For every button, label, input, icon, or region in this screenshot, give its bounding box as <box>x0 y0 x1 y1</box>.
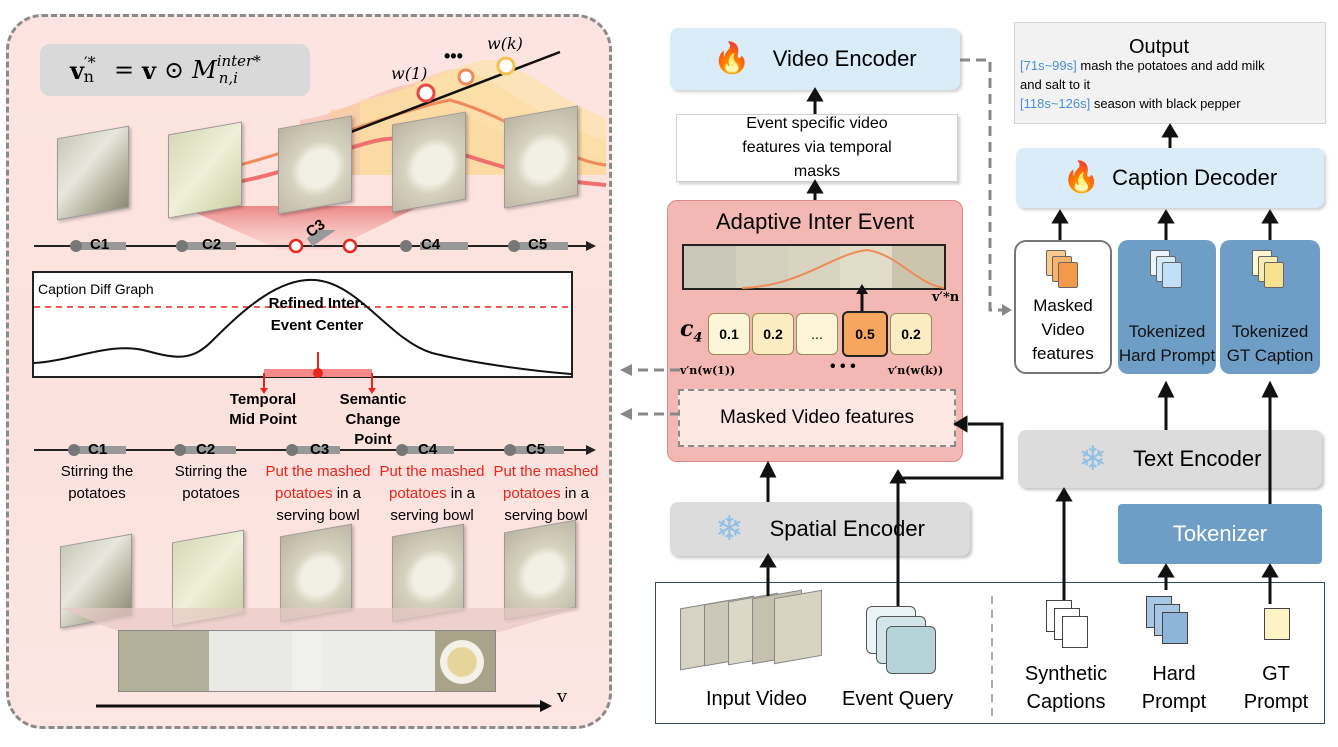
v-axis-label: v <box>557 686 568 707</box>
weight-cell-2: 0.2 <box>752 313 794 355</box>
snowflake-icon: ❄ <box>1078 440 1108 478</box>
synthetic-captions-label: Synthetic Captions <box>1024 663 1108 713</box>
w-dots: ••• <box>444 46 463 66</box>
projection-fan <box>180 206 420 250</box>
tokenizer-box: Tokenizer <box>1118 504 1322 564</box>
caption-5: Put the mashed potatoes in a serving bow… <box>493 463 599 524</box>
tokenized-gt-label: Tokenized GT Caption <box>1226 322 1314 365</box>
snowflake-icon: ❄ <box>715 510 744 548</box>
weight-cell-1: 0.1 <box>708 313 750 355</box>
caption-decoder-box: 🔥 Caption Decoder <box>1016 148 1324 208</box>
diff-graph-title: Caption Diff Graph <box>38 281 154 297</box>
caption-2: Stirring the potatoes <box>174 463 248 502</box>
w1-label: w(1) <box>391 64 428 83</box>
video-encoder-label: Video Encoder <box>772 46 917 71</box>
output-line-2: and salt to it <box>1020 77 1091 92</box>
vn-wk-label: v′n(w(k)) <box>888 364 944 377</box>
timeline-bottom-c5: C5 <box>526 441 546 458</box>
filmstrip <box>118 630 496 692</box>
hard-prompt-label: Hard Prompt <box>1141 663 1207 713</box>
gt-prompt-icon <box>1264 608 1290 640</box>
input-video-label: Input Video <box>706 688 807 710</box>
timeline-top-c4: C4 <box>421 236 441 253</box>
diff-graph-curve <box>33 278 572 375</box>
timeline-top <box>34 230 596 254</box>
caption-3: Put the mashed potatoes in a serving bow… <box>265 463 371 524</box>
timeline-bottom-c3: C3 <box>310 441 330 458</box>
tokenized-hard-label: Tokenized Hard Prompt <box>1118 322 1216 365</box>
wk-label: w(k) <box>487 34 523 53</box>
caption-4: Put the mashed potatoes in a serving bow… <box>379 463 485 524</box>
refined-center-label: Refined Inter-Event Center <box>268 295 366 334</box>
adaptive-title: Adaptive Inter Event <box>715 209 915 234</box>
inputs-divider <box>991 596 993 716</box>
video-encoder-box: 🔥 Video Encoder <box>670 28 960 90</box>
frames-funnel <box>60 608 580 632</box>
vn-w1-label: v′n(w(1)) <box>680 364 736 377</box>
event-features-box: Event specific video features via tempor… <box>676 114 958 182</box>
up-arrow-mini <box>856 284 868 314</box>
formula: v <box>70 55 84 85</box>
output-line-1: [71s~99s] mash the potatoes and add milk <box>1020 58 1265 73</box>
output-box <box>1014 22 1326 124</box>
bowl-thumb <box>440 640 484 684</box>
timeline-bottom-c4: C4 <box>418 441 438 458</box>
masked-video-label: Masked Video features <box>1032 296 1094 363</box>
spatial-encoder-box: ❄ Spatial Encoder <box>670 502 970 556</box>
weight-cell-5: 0.2 <box>890 313 932 355</box>
timeline-bottom-c1: C1 <box>88 441 108 458</box>
wk-marker <box>496 56 516 76</box>
tokenizer-label: Tokenizer <box>1172 521 1268 546</box>
timeline-bottom <box>34 444 596 456</box>
mini-curve <box>741 248 945 289</box>
center-markers <box>260 352 376 394</box>
semantic-change-label: Semantic Change Point <box>339 391 407 448</box>
output-title: Output <box>1129 36 1190 58</box>
temporal-mid-label: Temporal Mid Point <box>229 391 297 428</box>
inputs-panel <box>655 582 1325 724</box>
caption-decoder-label: Caption Decoder <box>1112 165 1278 190</box>
flame-icon: 🔥 <box>713 42 751 75</box>
c4-label: c4 <box>680 316 703 346</box>
weight-axis-line <box>329 50 561 142</box>
output-line-3: [118s~126s] season with black pepper <box>1020 96 1241 111</box>
timeline-bottom-c2: C2 <box>196 441 216 458</box>
masked-video-features-box: Masked Video features <box>678 389 956 447</box>
timeline-top-c2: C2 <box>202 236 222 253</box>
gt-prompt-label: GT Prompt <box>1243 663 1309 713</box>
wmid-marker <box>457 68 475 86</box>
timeline-top-c1: C1 <box>90 236 110 253</box>
weight-cell-4: 0.5 <box>842 311 888 357</box>
caption-1: Stirring the potatoes <box>60 463 134 502</box>
vprime-star-label: v′*n <box>932 290 960 305</box>
weight-cell-3: ... <box>796 313 838 355</box>
text-encoder-label: Text Encoder <box>1133 446 1262 471</box>
timeline-top-c5: C5 <box>528 236 548 253</box>
w1-marker <box>416 83 436 103</box>
event-query-label: Event Query <box>842 688 954 710</box>
v-axis <box>96 700 552 712</box>
flame-icon: 🔥 <box>1062 161 1101 194</box>
vn-dots: • • • <box>830 358 856 375</box>
